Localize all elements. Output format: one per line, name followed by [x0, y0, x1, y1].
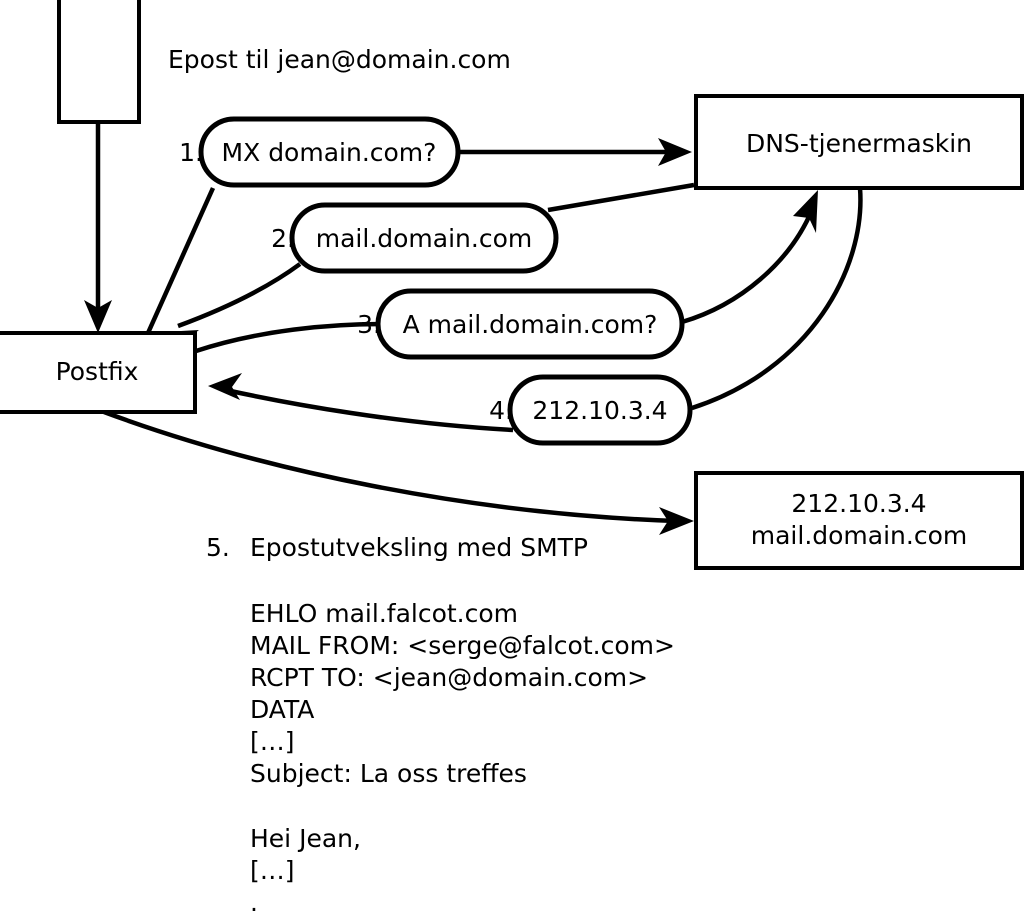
step-5-number: 5. — [206, 533, 230, 562]
node-dns-box — [694, 94, 1024, 190]
step-2-bubble — [289, 202, 559, 274]
step-5-label: Epostutveksling med SMTP — [250, 533, 588, 562]
edge-dns-to-step4 — [691, 187, 863, 411]
node-mailserver-box — [694, 471, 1024, 570]
step-2-label: mail.domain.com — [316, 224, 532, 253]
smtp-line: […] — [250, 727, 295, 756]
step-2-number: 2. — [271, 224, 295, 253]
edge-dns-to-step2 — [547, 182, 695, 213]
edge-step1-to-dns — [458, 138, 692, 166]
step-1-number: 1. — [179, 138, 203, 167]
smtp-line: DATA — [250, 695, 314, 724]
step-1-bubble — [198, 116, 461, 188]
step-1-label: MX domain.com? — [222, 138, 437, 167]
step-3-number: 3. — [357, 310, 381, 339]
step-4-group: 4. 212.10.3.4 — [489, 374, 693, 446]
smtp-line: Subject: La oss treffes — [250, 759, 527, 788]
node-mailserver-host: mail.domain.com — [751, 521, 967, 550]
step-4-label: 212.10.3.4 — [532, 396, 667, 425]
smtp-line: EHLO mail.falcot.com — [250, 599, 518, 628]
smtp-line: RCPT TO: <jean@domain.com> — [250, 663, 648, 692]
node-postfix-box — [0, 331, 197, 414]
node-mailserver-ip: 212.10.3.4 — [791, 489, 926, 518]
step-4-number: 4. — [489, 396, 513, 425]
step-3-label: A mail.domain.com? — [403, 310, 658, 339]
step-3-group: 3. A mail.domain.com? — [357, 288, 685, 360]
edge-client-to-postfix — [84, 122, 112, 333]
step-3-bubble — [375, 288, 685, 360]
step-4-bubble — [507, 374, 693, 446]
smtp-line: Hei Jean, — [250, 824, 361, 853]
smtp-line: . — [250, 888, 258, 917]
node-postfix-label: Postfix — [56, 357, 139, 386]
edge-postfix-to-mailserver — [103, 409, 694, 535]
diagram-caption: Epost til jean@domain.com — [168, 45, 511, 74]
edge-step4-to-postfix — [208, 373, 514, 433]
smtp-line: […] — [250, 856, 295, 885]
node-client-box — [57, 0, 141, 124]
edge-postfix-to-step1 — [145, 187, 216, 334]
step-1-group: 1. MX domain.com? — [179, 116, 461, 188]
smtp-line: MAIL FROM: <serge@falcot.com> — [250, 631, 675, 660]
edge-postfix-to-step3 — [195, 321, 383, 354]
step-2-group: 2. mail.domain.com — [271, 202, 559, 274]
node-dns-label: DNS-tjenermaskin — [746, 129, 972, 158]
edge-step3-to-dns — [681, 190, 818, 325]
